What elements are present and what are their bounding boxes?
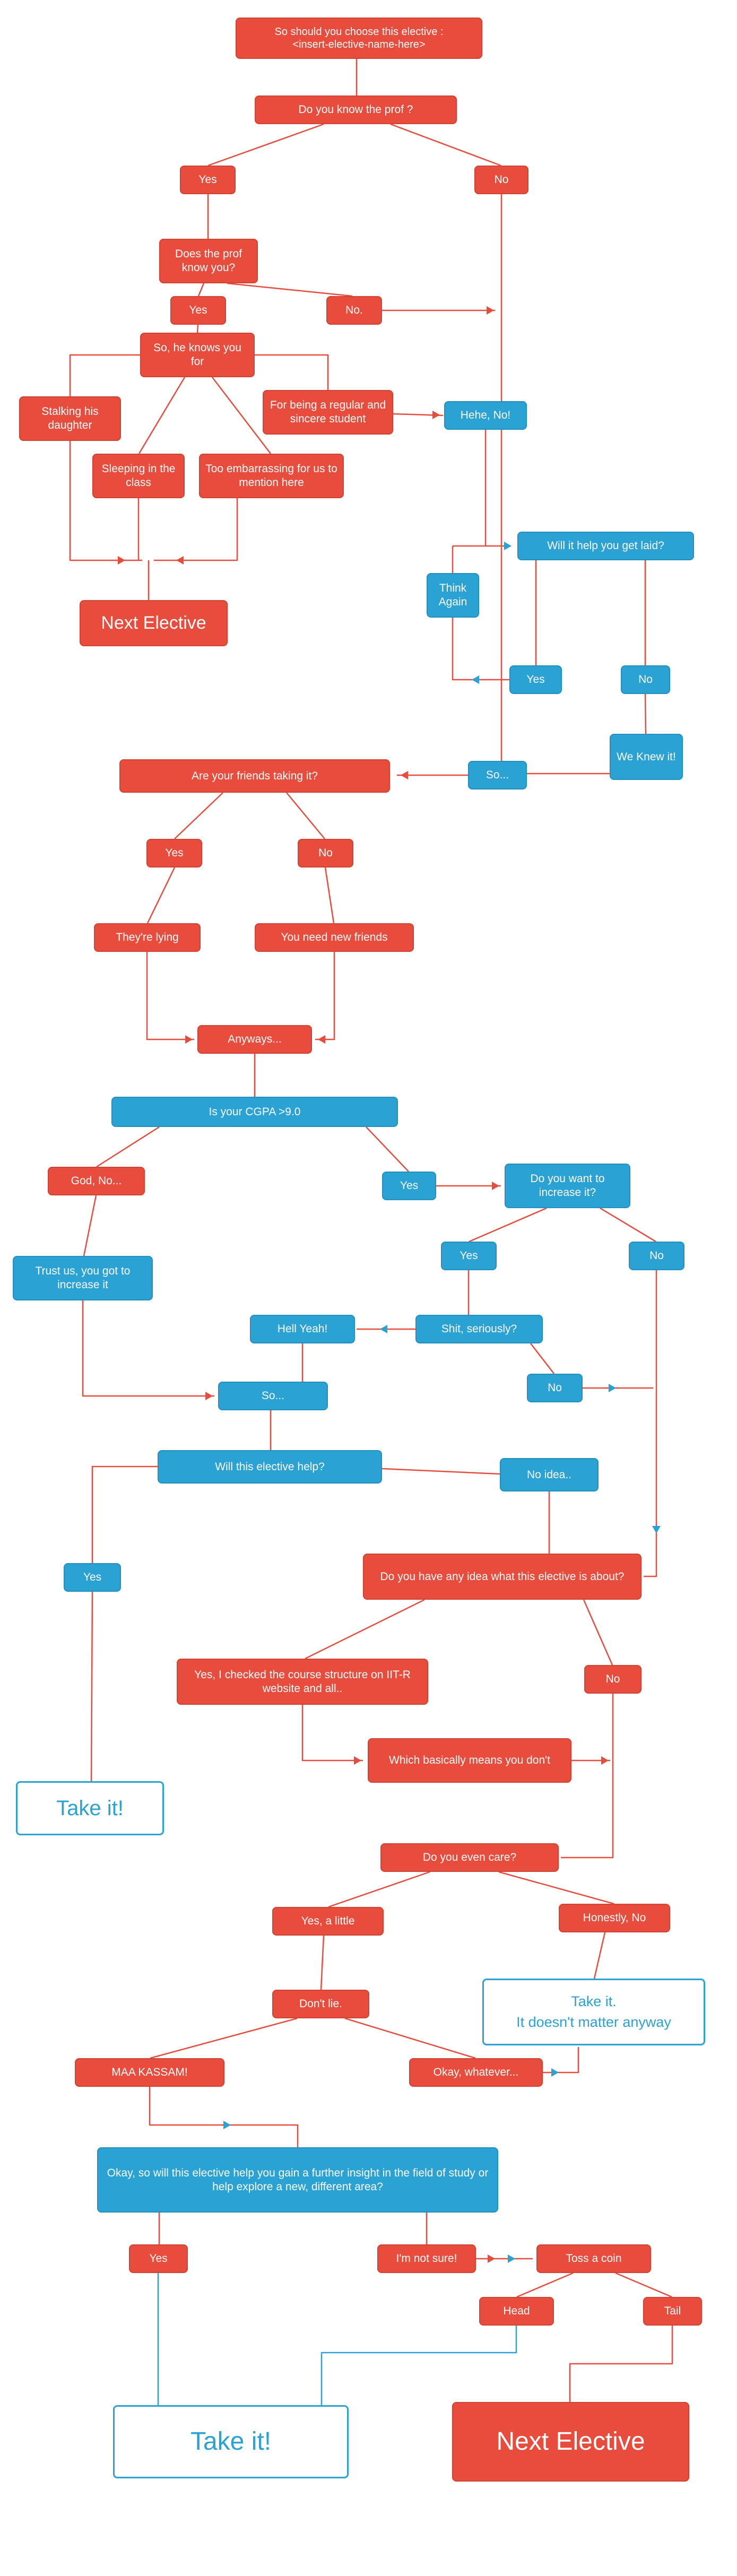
node-no-6: No: [527, 1374, 583, 1402]
node-even-care: Do you even care?: [380, 1843, 559, 1872]
node-toss-a-coin: Toss a coin: [536, 2244, 651, 2273]
node-take-it-3: Take it!: [113, 2405, 349, 2478]
node-get-laid: Will it help you get laid?: [517, 532, 694, 560]
node-hell-yeah: Hell Yeah!: [250, 1315, 355, 1343]
node-so-2: So...: [218, 1382, 328, 1410]
node-take-it-1: Take it!: [16, 1781, 164, 1835]
node-next-elective-1: Next Elective: [80, 600, 228, 646]
node-take-it-2: Take it. It doesn't matter anyway: [482, 1979, 705, 2045]
node-yes-4: Yes: [146, 839, 202, 868]
node-too-embarrassing: Too embarrassing for us to mention here: [199, 454, 344, 498]
node-trust-us: Trust us, you got to increase it: [13, 1256, 153, 1300]
node-yes-8: Yes: [129, 2244, 188, 2273]
node-take-it-2-line2: It doesn't matter anyway: [516, 2014, 671, 2030]
node-no-idea: No idea..: [500, 1458, 599, 1491]
node-theyre-lying: They're lying: [94, 923, 201, 952]
node-prof-know-you: Does the prof know you?: [159, 239, 258, 283]
node-yes-7: Yes: [64, 1563, 121, 1592]
node-no-3: No: [621, 665, 670, 694]
node-yes-a-little: Yes, a little: [272, 1907, 384, 1936]
node-think-again: Think Again: [427, 573, 479, 618]
node-sleeping-class: Sleeping in the class: [92, 454, 185, 498]
node-any-idea: Do you have any idea what this elective …: [363, 1554, 641, 1600]
node-no-4: No: [298, 839, 353, 868]
node-tail: Tail: [643, 2297, 702, 2326]
node-cgpa: Is your CGPA >9.0: [111, 1097, 398, 1127]
node-title-line2: <insert-elective-name-here>: [292, 39, 426, 50]
node-take-it-2-line1: Take it.: [571, 1993, 617, 2009]
node-head: Head: [479, 2297, 554, 2326]
node-god-no: God, No...: [48, 1167, 145, 1195]
node-not-sure: I'm not sure!: [377, 2244, 476, 2273]
node-yes-5: Yes: [382, 1172, 436, 1200]
node-no-2: No.: [326, 296, 382, 325]
node-maa-kassam: MAA KASSAM!: [75, 2058, 224, 2087]
node-friends-taking: Are your friends taking it?: [119, 759, 390, 793]
node-yes-1: Yes: [180, 166, 236, 194]
node-so-1: So...: [468, 761, 527, 790]
node-we-knew-it: We Knew it!: [610, 734, 683, 780]
node-no-1: No: [474, 166, 528, 194]
node-know-prof: Do you know the prof ?: [255, 96, 457, 124]
node-anyways: Anyways...: [197, 1025, 312, 1054]
node-shit-seriously: Shit, seriously?: [415, 1315, 543, 1343]
node-yes-3: Yes: [509, 665, 562, 694]
node-title-line1: So should you choose this elective :: [274, 25, 444, 38]
node-yes-6: Yes: [441, 1242, 497, 1270]
node-stalking-daughter: Stalking his daughter: [19, 396, 121, 441]
node-hehe-no: Hehe, No!: [444, 401, 527, 430]
node-further-insight: Okay, so will this elective help you gai…: [97, 2147, 498, 2213]
node-dont-lie: Don't lie.: [272, 1990, 369, 2018]
node-basically-means: Which basically means you don't: [368, 1738, 571, 1783]
node-new-friends: You need new friends: [255, 923, 414, 952]
node-yes-2: Yes: [170, 296, 226, 325]
node-no-7: No: [584, 1665, 641, 1694]
node-elective-help: Will this elective help?: [158, 1450, 382, 1484]
node-increase-it: Do you want to increase it?: [505, 1164, 630, 1208]
node-next-elective-2: Next Elective: [452, 2402, 689, 2482]
node-honestly-no: Honestly, No: [559, 1904, 670, 1932]
node-regular-student: For being a regular and sincere student: [263, 390, 393, 435]
node-title: So should you choose this elective : <in…: [236, 18, 482, 59]
node-knows-you-for: So, he knows you for: [140, 333, 255, 377]
node-no-5: No: [629, 1242, 684, 1270]
node-checked-structure: Yes, I checked the course structure on I…: [177, 1659, 428, 1705]
node-okay-whatever: Okay, whatever...: [409, 2058, 543, 2087]
